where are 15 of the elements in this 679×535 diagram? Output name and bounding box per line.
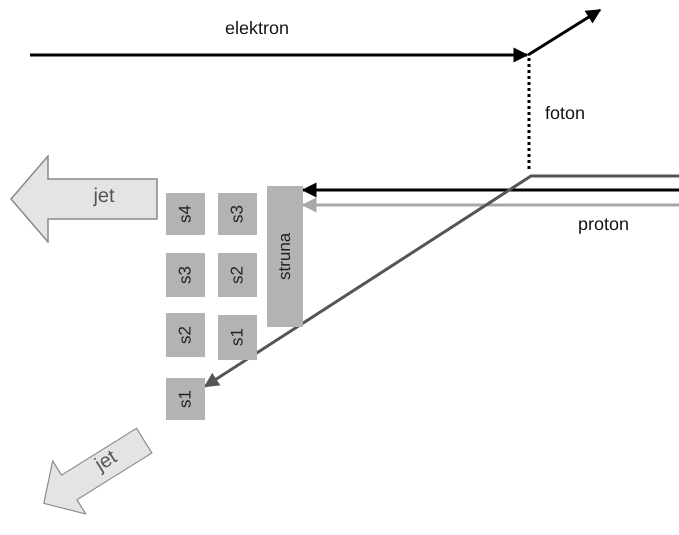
string-segment-box: s1 [218, 315, 257, 360]
particle-label: elektron [225, 18, 290, 39]
particle-label: proton [578, 214, 630, 235]
string-segment-box: struna [267, 186, 303, 327]
particle-arrow [204, 174, 679, 388]
particle-label: foton [545, 103, 586, 124]
particle-arrow [302, 182, 679, 198]
particle-arrow [302, 198, 679, 212]
string-segment-box: s2 [166, 313, 205, 357]
string-segment-box: s3 [218, 193, 257, 235]
string-segment-box: s2 [218, 253, 257, 297]
jet-arrow: jet [10, 155, 158, 243]
string-segment-box: s4 [166, 193, 205, 235]
string-segment-box: s1 [166, 378, 205, 420]
string-segment-box: s3 [166, 253, 205, 297]
